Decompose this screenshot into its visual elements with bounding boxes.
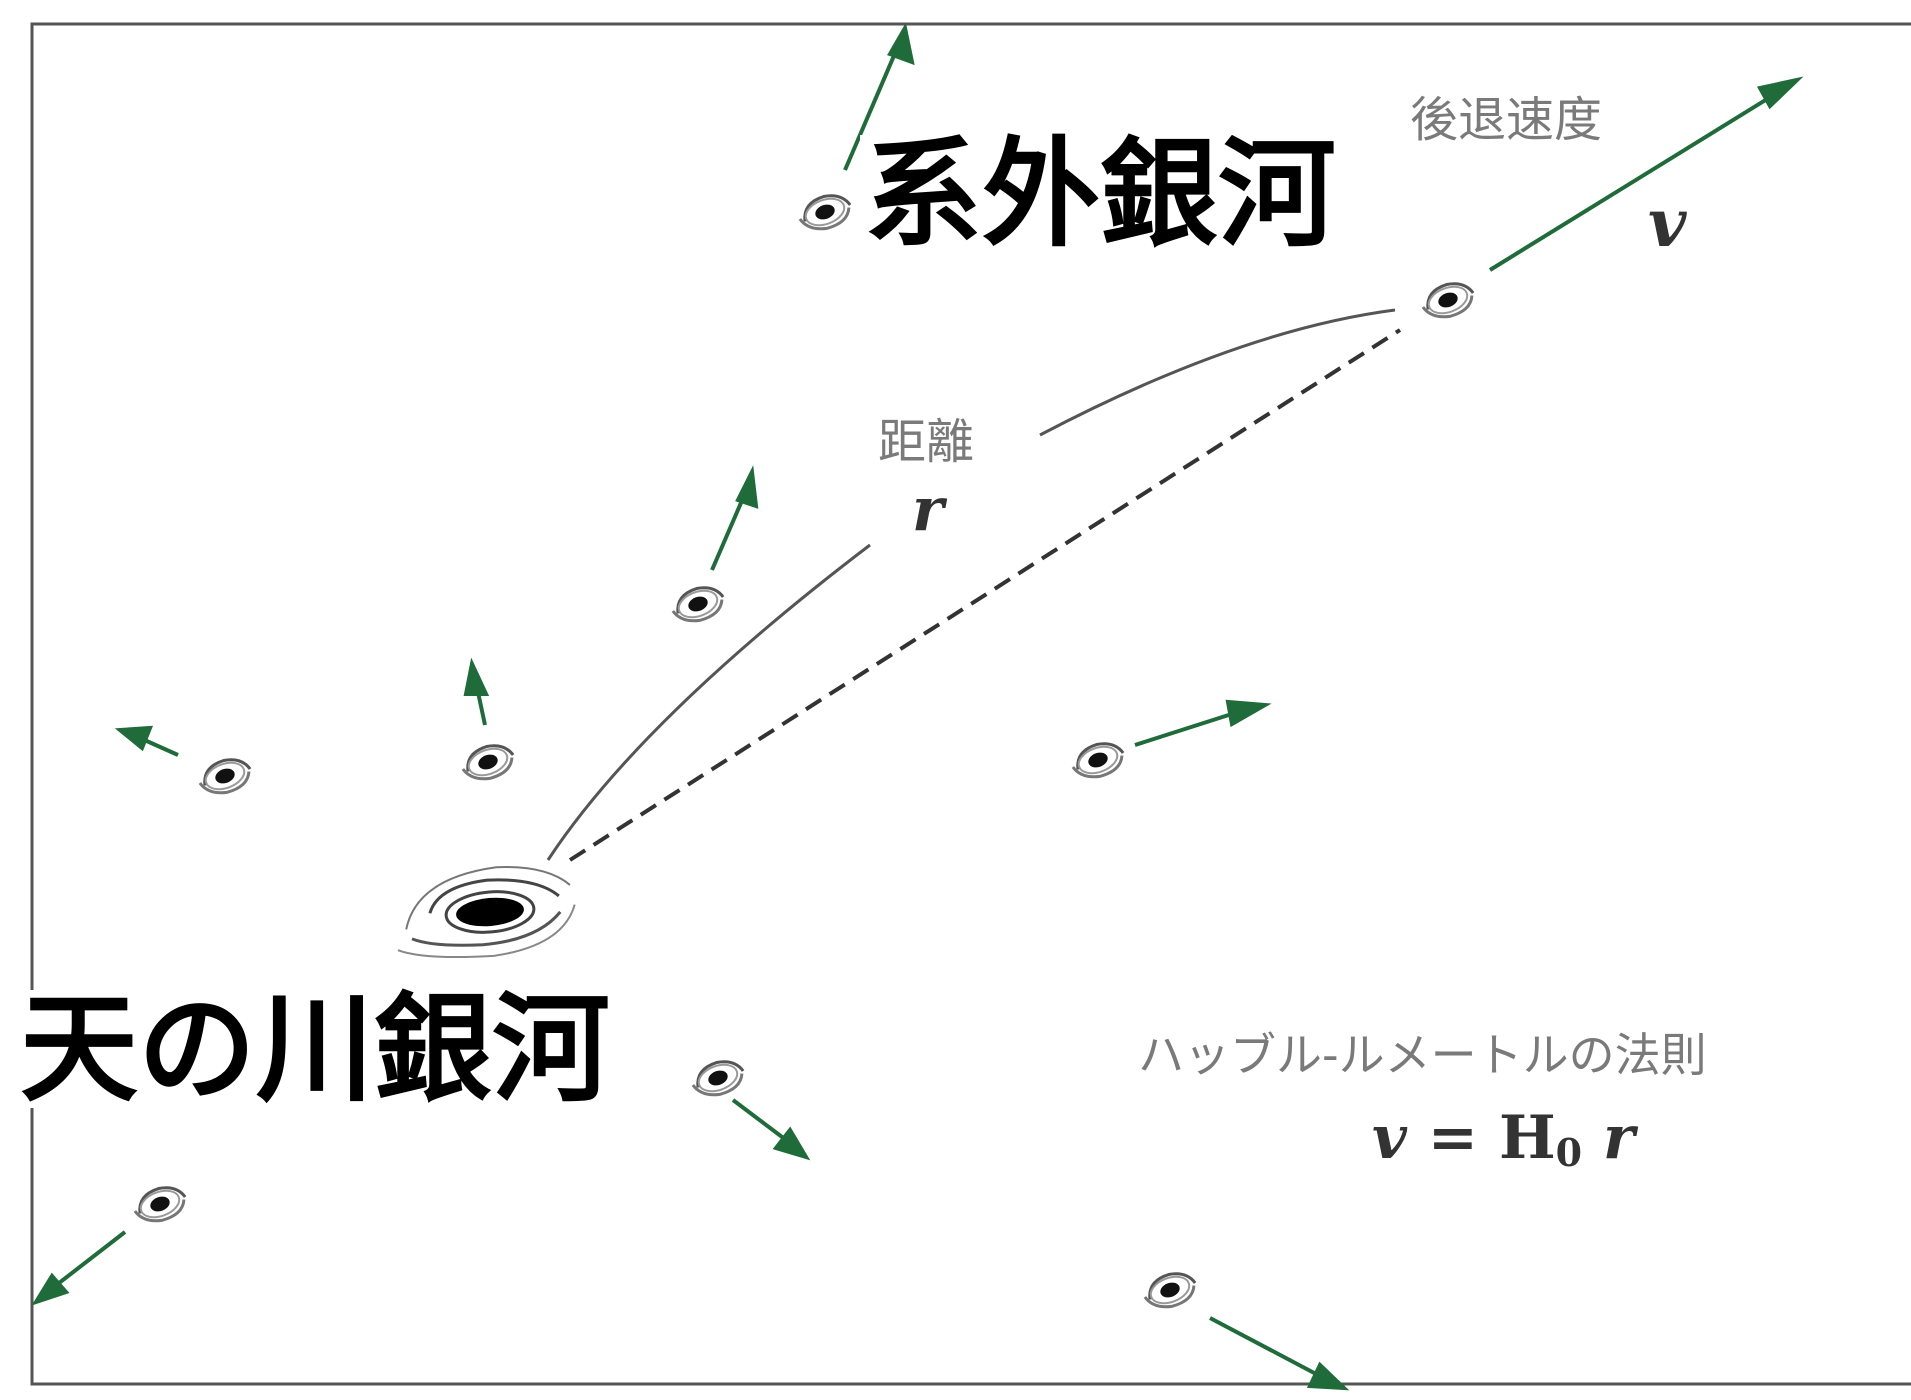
diagram-frame [30,22,1911,1386]
velocity-arrow-head [887,22,915,66]
distance-dashed-line [568,328,1402,862]
formula-v: v [1372,1103,1407,1173]
velocity-arrow [731,1098,792,1145]
velocity-arrow-head [1756,76,1804,110]
velocity-arrow [1209,1316,1319,1377]
velocity-arrow-head [1306,1361,1350,1391]
velocity-arrow-head [31,1272,70,1306]
milky-way-galaxy-icon [397,866,576,959]
extragalactic-label: 系外銀河 [860,135,1341,253]
spiral-galaxy-icon [133,1186,187,1223]
distance-label: 距離 [878,414,975,470]
recession-velocity-label: 後退速度 [1410,92,1603,148]
distance-curve-lower [546,543,871,861]
formula-h: H [1498,1103,1556,1173]
velocity-arrow-head [772,1126,811,1161]
spiral-galaxy-icon [691,1060,745,1097]
spiral-galaxy-icon [671,586,725,623]
formula-subscript: 0 [1555,1130,1583,1175]
spiral-galaxy-icon [461,744,515,781]
law-name-label: ハッブル-ルメートルの法則 [1138,1028,1707,1082]
distance-symbol: r [912,475,944,545]
distance-curve-upper [1039,308,1396,437]
velocity-arrow [1134,710,1239,747]
spiral-galaxy-icon [1071,742,1125,779]
velocity-arrow [48,1230,127,1292]
milky-way-label: 天の川銀河 [16,990,615,1108]
spiral-galaxy-icon [1143,1272,1197,1309]
velocity-arrows [31,22,1804,1391]
hubble-formula: v = H0 r [1372,1108,1635,1172]
spiral-galaxy-icon [198,758,252,795]
formula-eq: = [1406,1103,1499,1173]
velocity-arrow [1488,86,1787,272]
velocity-arrow-head [735,465,759,509]
spiral-galaxy-icon [1421,282,1475,319]
velocity-arrow-head [1225,699,1272,728]
velocity-symbol: v [1648,184,1687,262]
galaxies [133,194,1475,1309]
velocity-arrow-head [463,657,490,696]
velocity-arrow-head [114,725,154,752]
formula-r: r [1582,1103,1635,1173]
spiral-galaxy-icon [798,194,852,231]
